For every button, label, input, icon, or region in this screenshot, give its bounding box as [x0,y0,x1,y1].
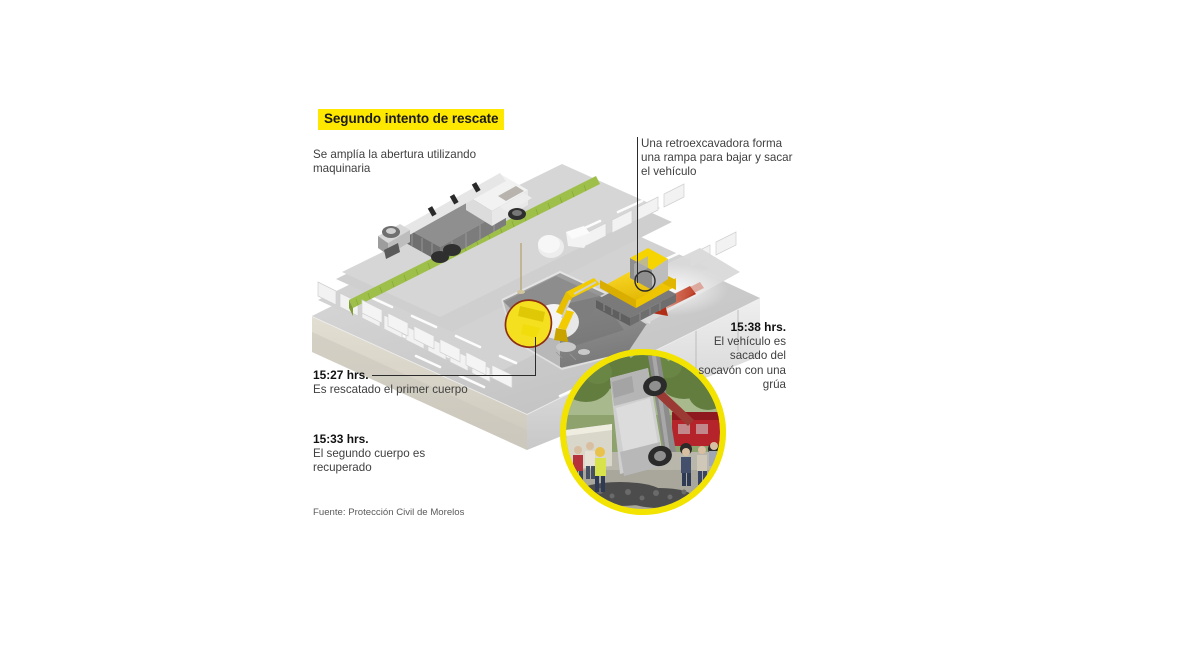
timeline-entry-1533: 15:33 hrs. El segundo cuerpo es recupera… [313,432,453,476]
fire-truck [672,412,720,455]
page-title: Segundo intento de rescate [324,111,499,126]
leader-line-1527-horizontal [372,375,536,376]
yellow-excavator [554,248,676,342]
rescue-workers [573,442,719,492]
barrier-row-far [317,281,491,383]
boom-head [378,224,410,259]
barrier-row-right [585,183,737,269]
roadside-pole [517,243,525,294]
lifted-car [610,368,672,476]
timeline-text-1533: El segundo cuerpo es recuperado [313,446,426,475]
timeline-text-1538: El vehículo es sacado del socavón con un… [698,334,786,392]
dump-truck-with-boom [378,173,532,263]
sinkhole [501,270,651,370]
caption-right: Una retroexcavadora forma una rampa para… [641,137,793,179]
timeline-entry-1527: 15:27 hrs. Es rescatado el primer cuerpo [313,368,473,397]
source-credit: Fuente: Protección Civil de Morelos [313,507,465,518]
timeline-time-1533: 15:33 hrs. [313,432,369,446]
leader-line-excavator [637,137,638,283]
ramp-arrow [646,282,704,316]
ramp [600,248,740,324]
first-body-highlight [504,299,553,348]
boulders [537,226,592,339]
page-title-highlight: Segundo intento de rescate [318,109,505,130]
timeline-text-1527: Es rescatado el primer cuerpo [313,382,468,396]
timeline-entry-1538: 15:38 hrs. El vehículo es sacado del soc… [690,320,786,393]
leader-line-1527-vertical [535,337,536,376]
median-hedge [349,176,600,316]
lane-markings [366,199,690,398]
timeline-time-1527: 15:27 hrs. [313,368,369,382]
timeline-time-1538: 15:38 hrs. [730,320,786,334]
caption-left: Se amplía la abertura utilizando maquina… [313,148,477,176]
